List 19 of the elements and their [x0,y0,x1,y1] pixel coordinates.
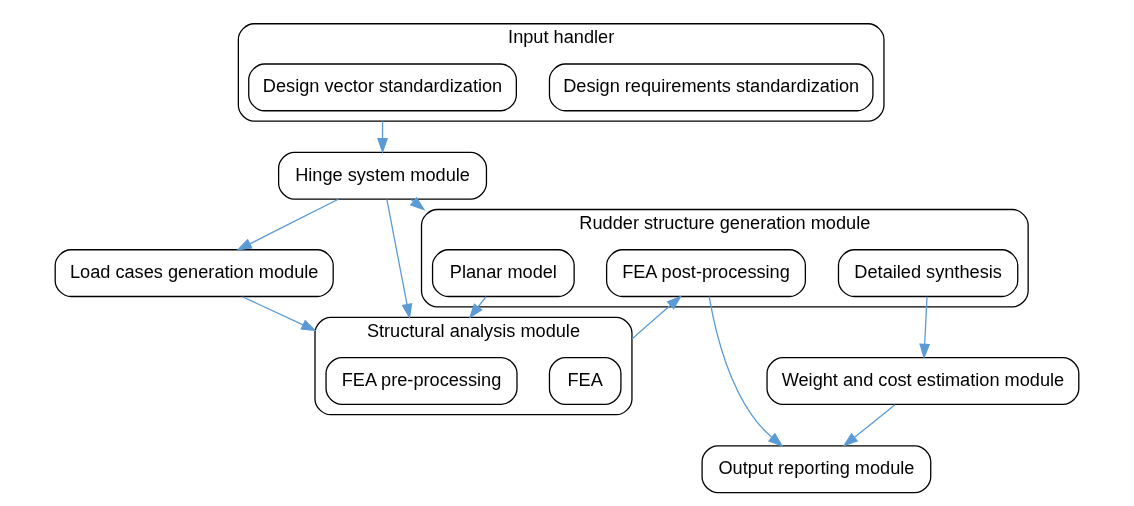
arrow [409,196,426,211]
node-box: Design requirements standardization [548,63,874,112]
arrow [631,295,682,340]
arrow [241,296,317,332]
node-box: FEA [548,356,622,405]
arrow [708,295,784,447]
arrow [236,198,340,251]
node-box: Output reporting module [701,445,932,494]
node-box: Load cases generation module [54,249,334,298]
node-box: Weight and cost estimation module [766,356,1080,405]
arrow [842,404,896,447]
arrow [386,198,413,320]
node-box: FEA pre-processing [325,356,518,405]
node-box: Planar model [431,249,575,298]
node-box: FEA post-processing [605,249,806,298]
node-box: Design vector standardization [248,63,517,112]
node-box: Detailed synthesis [837,249,1019,298]
arrow [919,296,931,360]
arrow [468,296,487,319]
